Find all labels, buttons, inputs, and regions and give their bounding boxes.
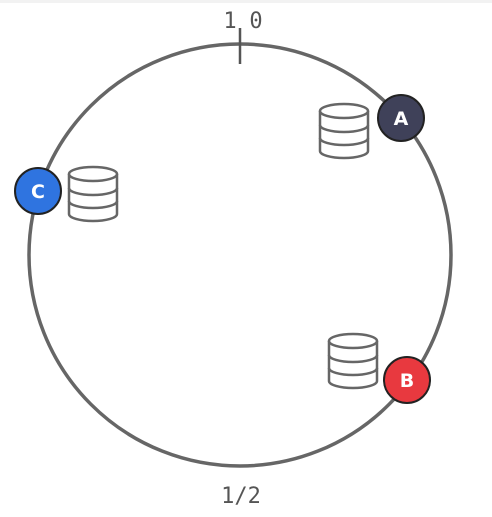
database-tier-line [327, 354, 379, 364]
database-tier-line [327, 367, 379, 377]
node-a-label: A [394, 108, 409, 130]
node-b-label: B [400, 370, 414, 392]
database-tier-line [67, 187, 119, 197]
database-tier-line [318, 137, 370, 147]
database-body [327, 341, 379, 390]
node-b-circle [383, 356, 431, 404]
database-tier-line [318, 124, 370, 134]
database-body [67, 174, 119, 223]
database-icon-c [67, 165, 119, 223]
database-icon-a [318, 102, 370, 160]
database-body [318, 111, 370, 160]
node-c-circle [14, 167, 62, 215]
server-node-c[interactable]: C [14, 167, 62, 215]
database-top [67, 165, 119, 183]
top-divider [0, 0, 492, 3]
database-icon-b [327, 332, 379, 390]
ring-label-one: 1 [223, 9, 236, 34]
ring-label-half: 1/2 [221, 484, 261, 509]
server-node-b[interactable]: B [383, 356, 431, 404]
database-top [318, 102, 370, 120]
server-node-a[interactable]: A [377, 94, 425, 142]
ring-label-zero: 0 [249, 9, 262, 34]
database-top [327, 332, 379, 350]
node-c-label: C [31, 181, 45, 203]
database-tier-line [67, 200, 119, 210]
node-a-circle [377, 94, 425, 142]
